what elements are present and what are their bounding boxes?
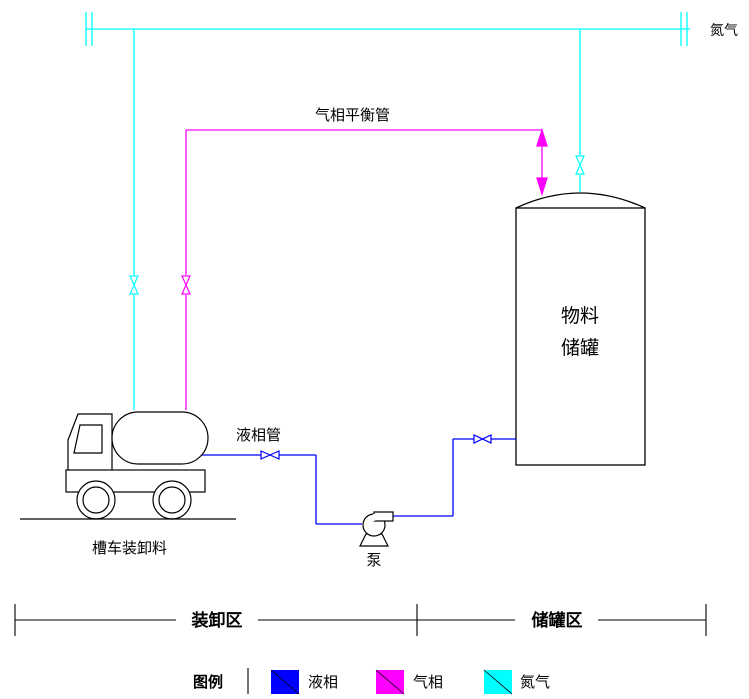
legend-label: 氮气	[520, 673, 550, 691]
vapor-balance-line	[185, 127, 548, 410]
tank-truck	[65, 411, 209, 520]
legend-label: 气相	[413, 673, 443, 691]
nitrogen-header	[85, 12, 690, 46]
zone-label-unloading: 装卸区	[191, 610, 243, 631]
legend-item-liquid: 液相	[270, 669, 338, 695]
nitrogen-header-label: 氮气	[710, 23, 738, 39]
valve-vapor-truck	[181, 275, 191, 295]
legend: 图例 液相 气相 氮气	[193, 668, 550, 695]
valve-liquid-truck	[260, 450, 280, 460]
legend-item-vapor: 气相	[375, 669, 443, 695]
storage-tank	[515, 192, 646, 466]
zone-dimension-line	[14, 604, 707, 636]
tank-label-line1: 物料	[561, 305, 599, 327]
zone-label-storage: 储罐区	[532, 610, 583, 631]
pump-label: 泵	[366, 551, 381, 569]
legend-item-nitrogen: 氮气	[483, 669, 550, 695]
truck-label: 槽车装卸料	[92, 539, 167, 557]
legend-title: 图例	[193, 673, 223, 691]
valve-nitrogen-tank	[575, 155, 585, 175]
liquid-pipe-label: 液相管	[236, 426, 281, 444]
pump	[359, 511, 394, 547]
legend-label: 液相	[308, 673, 338, 691]
liquid-line	[198, 438, 516, 525]
vapor-pipe-label: 气相平衡管	[315, 106, 390, 124]
tank-label-line2: 储罐	[561, 337, 599, 359]
valve-liquid-tank	[473, 434, 492, 444]
valve-nitrogen-truck	[129, 275, 139, 295]
